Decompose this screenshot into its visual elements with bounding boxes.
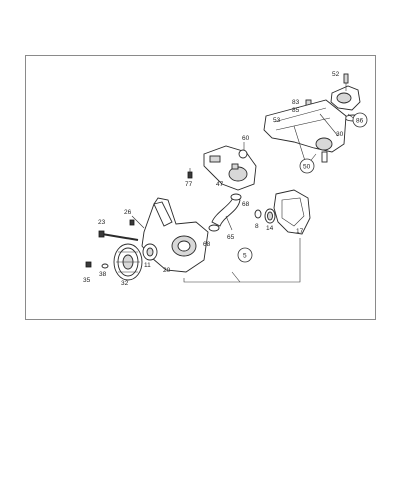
callout-5: 5 <box>243 253 247 260</box>
callout-60: 60 <box>242 135 250 142</box>
thermostat-housing-assembly <box>263 73 362 165</box>
callout-50-circle <box>299 158 315 174</box>
bolt-part-26 <box>129 219 135 226</box>
bolt-part-23 <box>98 230 105 238</box>
callout-32: 32 <box>121 280 129 287</box>
callout-83: 83 <box>292 99 300 106</box>
callout-85: 85 <box>292 107 300 114</box>
parts-diagram-frame: 52 53 83 85 86 30 50 60 47 77 68 68 65 8… <box>25 55 376 320</box>
housing-detail-lines <box>273 107 339 137</box>
hose-assembly <box>208 193 242 232</box>
coolant-pipe-part <box>203 145 257 191</box>
callout-35: 35 <box>83 277 91 284</box>
callout-5-circle <box>237 247 253 263</box>
callout-77: 77 <box>185 181 193 188</box>
callout-30: 30 <box>336 131 344 138</box>
callout-86: 86 <box>356 118 364 125</box>
callout-14: 14 <box>266 225 274 232</box>
hose-clamp-lower <box>208 224 220 232</box>
gasket-inner-edge <box>281 197 305 227</box>
pipe-flange <box>209 155 221 163</box>
water-pump-body <box>141 197 209 273</box>
callout-50: 50 <box>303 164 311 171</box>
parts-diagram: 52 53 83 85 86 30 50 60 47 77 68 68 65 8… <box>83 71 368 287</box>
callout-26: 26 <box>124 209 132 216</box>
set-bracket <box>183 238 301 283</box>
pump-inlet-tube <box>153 201 173 227</box>
callout-11: 11 <box>144 262 151 269</box>
water-pump-assembly <box>98 197 209 273</box>
housing-cap-outlet <box>336 92 352 104</box>
seal-part-8 <box>254 209 262 219</box>
bolt-part-35 <box>85 261 92 268</box>
housing-neck <box>321 151 328 163</box>
callout-20: 20 <box>163 267 171 274</box>
housing-port <box>315 137 333 151</box>
callout-23: 23 <box>98 219 106 226</box>
callout-8: 8 <box>255 223 259 230</box>
pulley-assembly <box>85 243 143 281</box>
callout-65: 65 <box>227 234 235 241</box>
hose-part-65 <box>211 195 241 227</box>
callout-68-upper: 68 <box>242 201 250 208</box>
gasket-part-17 <box>273 189 311 235</box>
hose-clamp-upper <box>230 193 242 201</box>
screw-part-77 <box>187 171 193 179</box>
callout-86-circle <box>352 112 368 128</box>
callout-47: 47 <box>216 181 224 188</box>
callout-52: 52 <box>332 71 340 78</box>
callout-68-lower: 68 <box>203 241 211 248</box>
washer-part-38 <box>101 263 109 269</box>
callout-53: 53 <box>273 117 281 124</box>
coolant-pipe-assembly <box>187 142 257 191</box>
gasket-assembly <box>254 189 311 235</box>
ring-part-60 <box>238 149 248 159</box>
thermostat-housing-part <box>263 99 347 153</box>
sensor-part-52 <box>343 73 349 84</box>
bolt-part-47 <box>231 163 239 170</box>
callout-17: 17 <box>296 228 304 235</box>
callout-38: 38 <box>99 271 107 278</box>
